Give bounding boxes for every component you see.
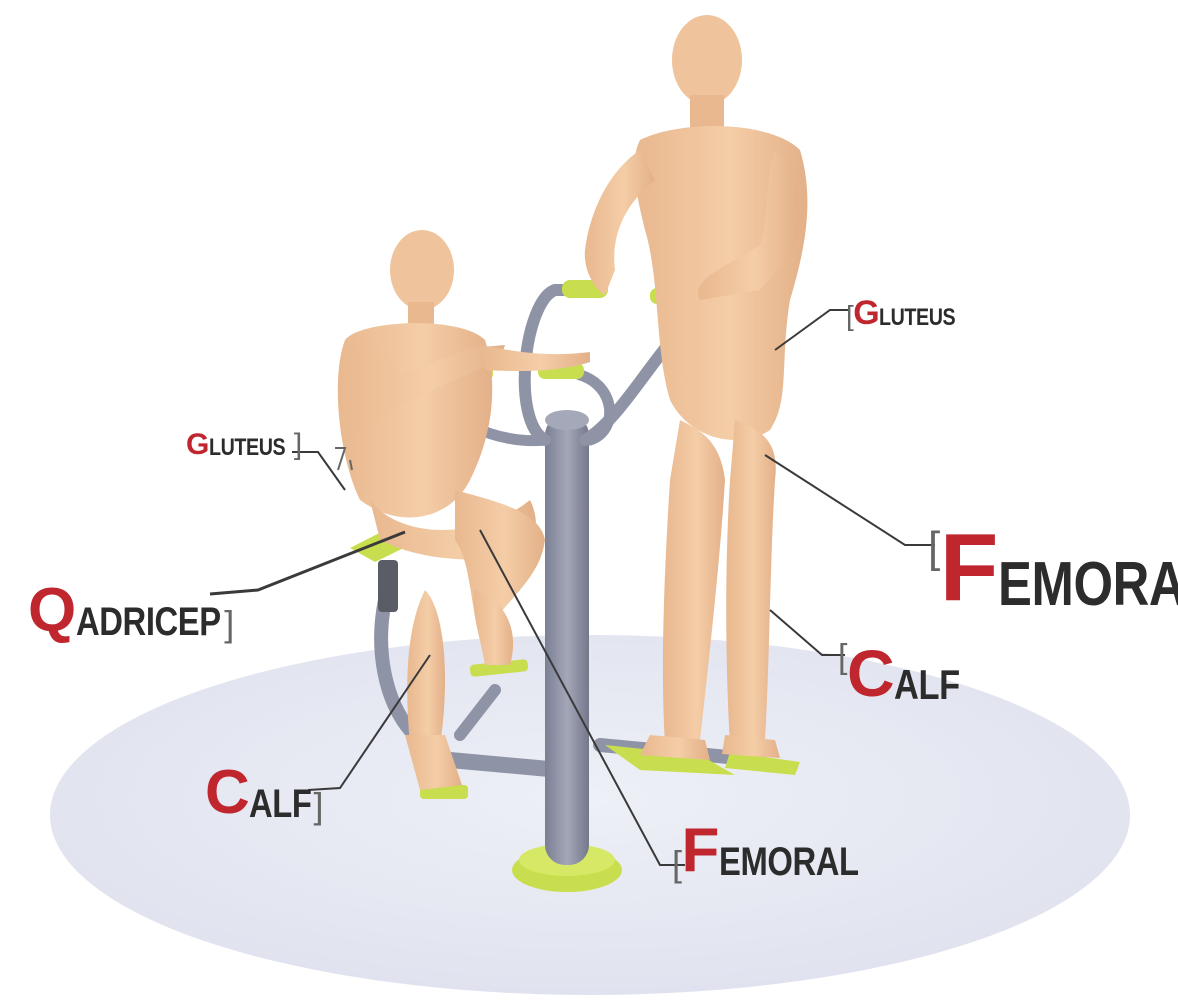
label-bracket: ] [314,788,324,824]
label-bracket: [ [846,302,853,330]
label-bracket: [ [838,640,847,674]
label-initial: F [940,520,998,616]
leader-femoral-right [765,455,935,545]
label-rest: ALF [894,664,960,706]
label-gluteus-right: [ G LUTEUS [846,296,972,330]
label-bracket: [ [672,846,682,882]
label-bracket: [ [928,526,940,570]
label-initial: F [682,820,719,882]
label-gluteus-left: G LUTEUS ] [186,430,302,460]
label-rest: LUTEUS [879,306,955,330]
label-initial: G [186,430,209,460]
label-rest: ALF [249,784,312,824]
label-rest: EMORAL [998,554,1178,616]
label-rest: EMORAL [719,842,859,882]
label-bracket: ] [224,606,234,642]
label-rest: ADRICEP [76,602,221,642]
label-calf-right: [ C ALF [838,640,974,706]
label-calf-left: C ALF ] [205,762,323,824]
label-rest: LUTEUS [209,436,285,460]
label-initial: C [847,640,894,706]
label-initial: Q [28,580,76,642]
label-femoral-right: [ F EMORAL [928,520,1178,616]
label-initial: C [205,762,249,824]
label-bracket: ] [294,430,302,460]
label-femoral-bottom: [ F EMORAL [672,820,889,882]
label-qadricep: Q ADRICEP ] [28,580,234,642]
label-initial: G [853,296,879,330]
